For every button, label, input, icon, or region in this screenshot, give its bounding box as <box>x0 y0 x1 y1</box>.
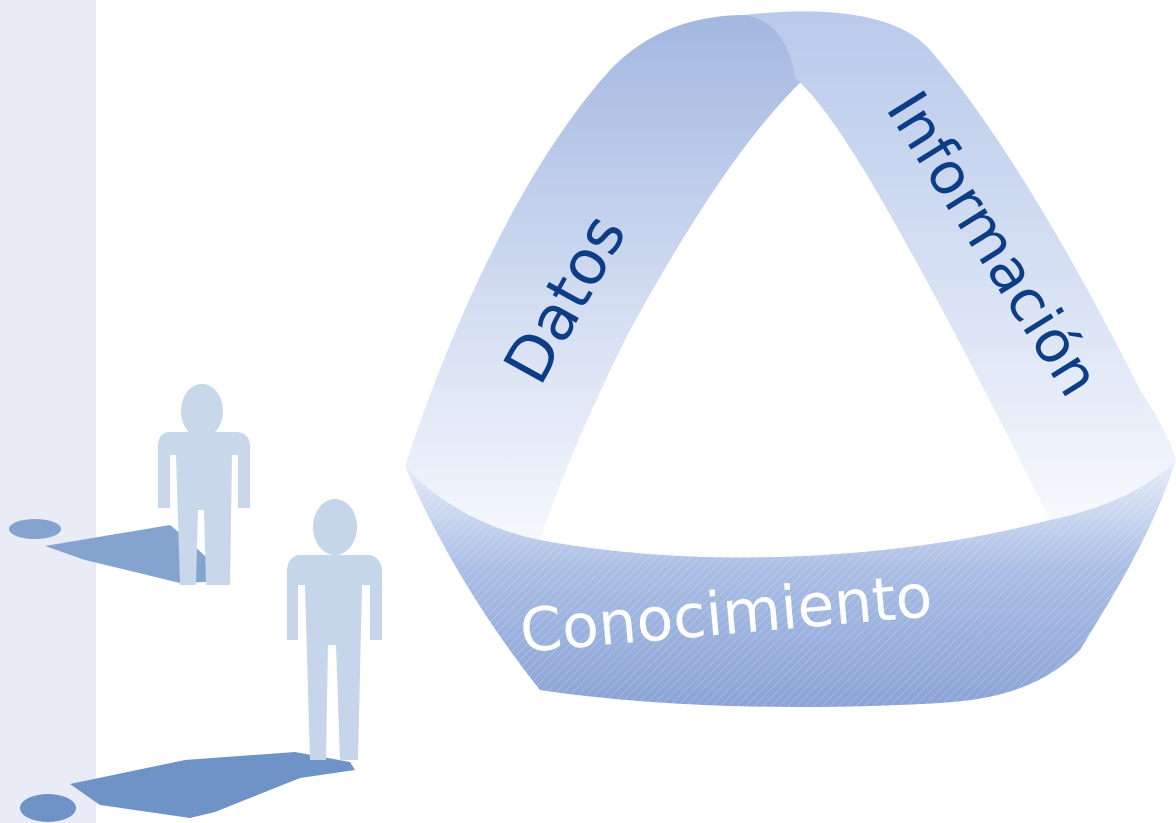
left-background-strip <box>0 0 96 823</box>
person-2 <box>287 499 382 760</box>
person-1 <box>158 384 250 585</box>
cycle-band: Datos Información Conocimiento <box>405 11 1176 707</box>
band-informacion <box>745 11 1176 520</box>
people-illustration <box>9 384 382 822</box>
band-conocimiento-texture <box>405 460 1176 707</box>
band-datos <box>405 15 805 540</box>
person-2-shadow <box>20 752 355 822</box>
